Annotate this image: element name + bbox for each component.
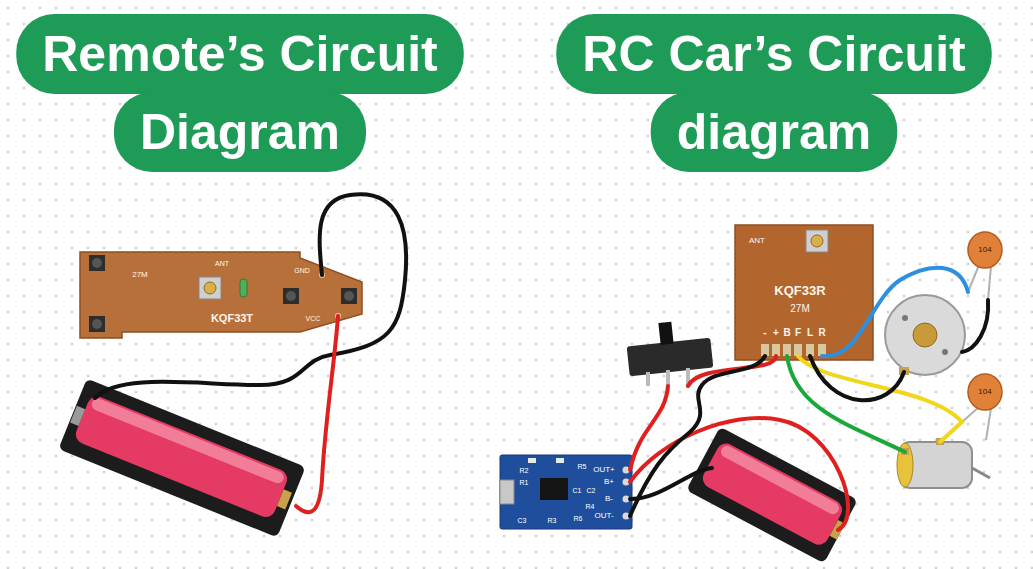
component-label: R2 (520, 467, 529, 474)
push-button (344, 291, 354, 301)
component-label: R5 (578, 463, 587, 470)
switch-pin (666, 370, 670, 386)
capacitor-value: 104 (978, 388, 991, 396)
motor-shaft (972, 468, 990, 478)
push-button (283, 288, 299, 304)
resistor-symbol (240, 279, 247, 297)
motor-hole (902, 315, 908, 321)
motor-body (885, 295, 965, 375)
wire (630, 356, 765, 516)
wire (810, 356, 904, 400)
battery-cell (73, 393, 290, 520)
led (528, 458, 536, 463)
pin-label: B (783, 328, 790, 338)
board-label: 27M (790, 304, 809, 314)
pin-label: + (773, 328, 779, 338)
battery-cell (699, 440, 845, 548)
push-button (89, 316, 105, 332)
pin-label: B+ (604, 478, 614, 486)
wire (798, 356, 962, 442)
battery-terminal (277, 489, 292, 509)
badge-title: RC Car’s Circuit diagram (549, 15, 999, 171)
motor-hole (942, 349, 948, 355)
wire (630, 418, 848, 530)
pin-label: GND (294, 267, 310, 274)
battery-cell (719, 444, 841, 517)
badge-title: Remote’s Circuit Diagram (5, 15, 475, 171)
component-label: R6 (574, 515, 583, 522)
capacitor-leg (968, 265, 979, 292)
coil (811, 235, 823, 247)
board-label: 27M (132, 271, 148, 279)
capacitor (962, 374, 1002, 440)
capacitor-disc (968, 374, 1002, 410)
board-label: KQF33R (774, 284, 825, 297)
battery-holder (686, 427, 858, 564)
title-badge: Remote’s Circuit Diagram (5, 15, 475, 171)
pin-label: OUT+ (593, 466, 615, 474)
coil (199, 277, 221, 299)
motor-hub (913, 323, 937, 347)
battery-spring (70, 406, 85, 426)
pin-label: R (818, 328, 825, 338)
ground-wire (95, 194, 406, 398)
push-button (92, 258, 102, 268)
push-button (341, 288, 357, 304)
capacitor-value: 104 (978, 246, 991, 254)
capacitor-leg (962, 407, 979, 422)
pin-label: ANT (215, 260, 229, 267)
push-button (286, 291, 296, 301)
module-board (500, 455, 632, 529)
push-button (92, 319, 102, 329)
title-badge: RC Car’s Circuit diagram (549, 15, 999, 171)
pin-label: ANT (749, 237, 765, 245)
component-label: R3 (548, 517, 557, 524)
switch-pin (646, 372, 650, 386)
component-label: R4 (586, 503, 595, 510)
usb-port (500, 480, 514, 504)
power-wire (296, 316, 338, 512)
capacitor-leg (986, 408, 991, 440)
battery-holder (58, 379, 305, 538)
motor (885, 295, 965, 375)
coil (806, 230, 828, 252)
component-label: C2 (587, 487, 596, 494)
capacitor-leg (988, 266, 991, 300)
charger-module (500, 455, 632, 529)
pin-label: VCC (306, 315, 321, 322)
battery-holder (686, 427, 858, 564)
pin-label: OUT- (594, 512, 613, 520)
board-label: KQF33T (211, 313, 253, 324)
wire (822, 268, 968, 356)
switch-slider (658, 322, 673, 345)
pin-label: F (795, 328, 801, 338)
battery-cell (90, 397, 285, 485)
wire (787, 356, 905, 452)
component-label: R1 (520, 479, 529, 486)
chip (540, 478, 568, 500)
pin-label: - (763, 328, 766, 338)
pin-label: B- (605, 495, 613, 503)
component-label: C3 (518, 517, 527, 524)
pin-label: L (807, 328, 813, 338)
component-label: C1 (573, 487, 582, 494)
led (556, 458, 564, 463)
coil (204, 282, 216, 294)
motor (897, 438, 990, 488)
capacitor-disc (968, 232, 1002, 268)
push-button (89, 255, 105, 271)
battery-holder (58, 379, 305, 538)
wires (630, 268, 988, 530)
wire (962, 300, 988, 352)
capacitor (968, 232, 1002, 300)
